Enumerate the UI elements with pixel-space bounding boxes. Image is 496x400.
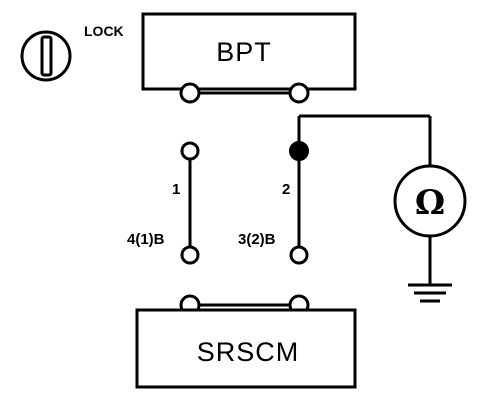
- srscm-box: [135, 308, 357, 389]
- key-cylinder-icon: [20, 30, 72, 82]
- connector-b-top-terminal: [289, 141, 309, 161]
- connector-b-terminal-label: 3(2)B: [238, 231, 276, 248]
- connector-a-top-terminal: [180, 141, 200, 161]
- connector-a-bottom-terminal: [180, 245, 200, 265]
- connector-b-bottom-terminal: [289, 245, 309, 265]
- connector-a-wire-label: 1: [172, 181, 180, 198]
- bpt-terminal-right: [288, 82, 310, 104]
- bpt-label: BPT: [216, 37, 272, 67]
- bpt-terminal-left: [179, 82, 201, 104]
- bpt-box: [141, 12, 357, 91]
- ground-icon: [408, 283, 452, 303]
- srscm-label: SRSCM: [197, 337, 300, 367]
- lock-label: LOCK: [84, 23, 124, 39]
- ohmmeter-symbol: Ω: [415, 183, 445, 223]
- connector-b-wire-label: 2: [282, 181, 290, 198]
- connector-a-terminal-label: 4(1)B: [127, 231, 165, 248]
